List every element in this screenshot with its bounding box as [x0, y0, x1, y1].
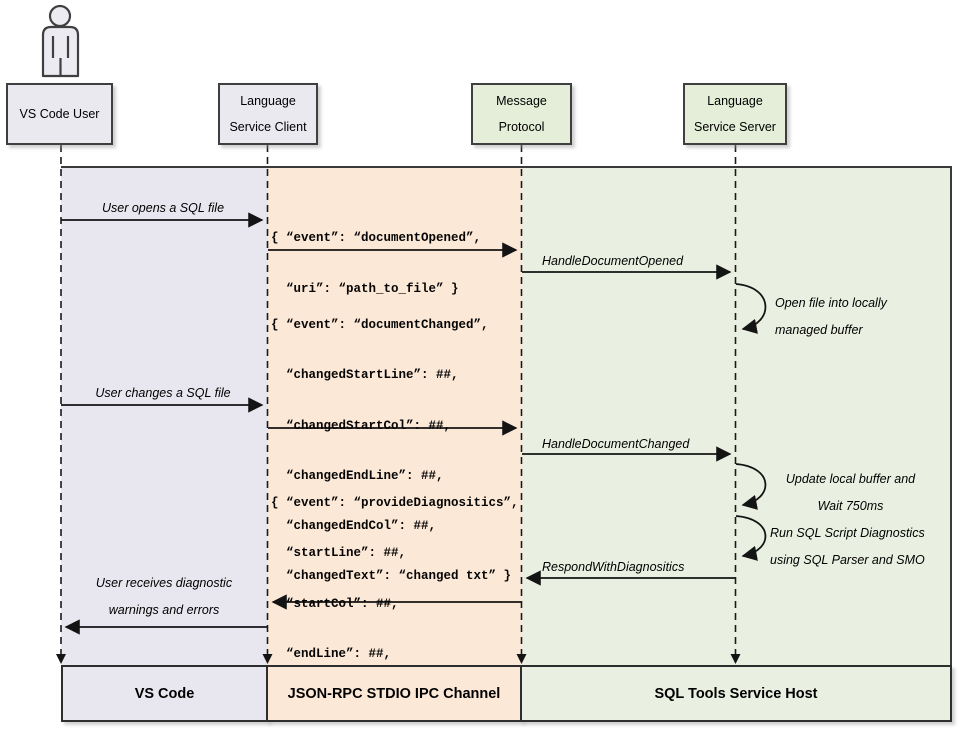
actor-label-line2: Service Client [229, 120, 307, 134]
label-handle-document-opened: HandleDocumentOpened [542, 254, 684, 268]
label-loop-open-file: Open file into locally managed buffer [775, 296, 887, 337]
actor-label-line2: Service Server [694, 120, 776, 134]
json-message-document-changed: { “event”: “documentChanged”, “changedSt… [271, 318, 512, 584]
json-message-document-opened: { “event”: “documentOpened”, “uri”: “pat… [271, 231, 482, 296]
label-user-opens-file: User opens a SQL file [101, 201, 225, 215]
footer-box-service-host: SQL Tools Service Host [520, 665, 952, 722]
label-handle-document-changed: HandleDocumentChanged [542, 437, 690, 451]
label-loop-update-buffer: Update local buffer and Wait 750ms [785, 472, 916, 513]
footer-label: VS Code [134, 685, 195, 702]
footer-box-vscode: VS Code [61, 665, 268, 722]
actor-label: VS Code User [19, 107, 100, 121]
loop-run-diagnostics [735, 515, 767, 561]
label-loop-run-diagnostics: Run SQL Script Diagnostics using SQL Par… [770, 526, 925, 567]
actor-label-line1: Message [496, 94, 547, 108]
actor-label-line2: Protocol [498, 120, 545, 134]
actor-label-line1: Language [707, 94, 763, 108]
footer-label: JSON-RPC STDIO IPC Channel [287, 685, 501, 702]
actor-box-service-client: Language Service Client [218, 83, 318, 145]
actor-box-vscode-user: VS Code User [6, 83, 113, 145]
self-loops [735, 283, 767, 561]
label-user-receives-diagnostics: User receives diagnostic warnings and er… [95, 576, 233, 617]
actor-box-service-server: Language Service Server [683, 83, 787, 145]
footer-box-ipc-channel: JSON-RPC STDIO IPC Channel [266, 665, 522, 722]
label-respond-with-diagnostics: RespondWithDiagnositics [542, 560, 685, 574]
lane-vscode [61, 168, 268, 665]
footer-label: SQL Tools Service Host [654, 685, 818, 702]
person-icon [41, 4, 80, 78]
loop-open-file [735, 283, 767, 334]
message-arrows [61, 212, 735, 635]
loop-update-buffer [735, 463, 767, 510]
actor-label-line1: Language [240, 94, 296, 108]
lifelines [60, 145, 737, 654]
actor-box-message-protocol: Message Protocol [471, 83, 572, 145]
lifeline-end-arrows [56, 654, 741, 664]
label-user-changes-file: User changes a SQL file [95, 386, 231, 400]
